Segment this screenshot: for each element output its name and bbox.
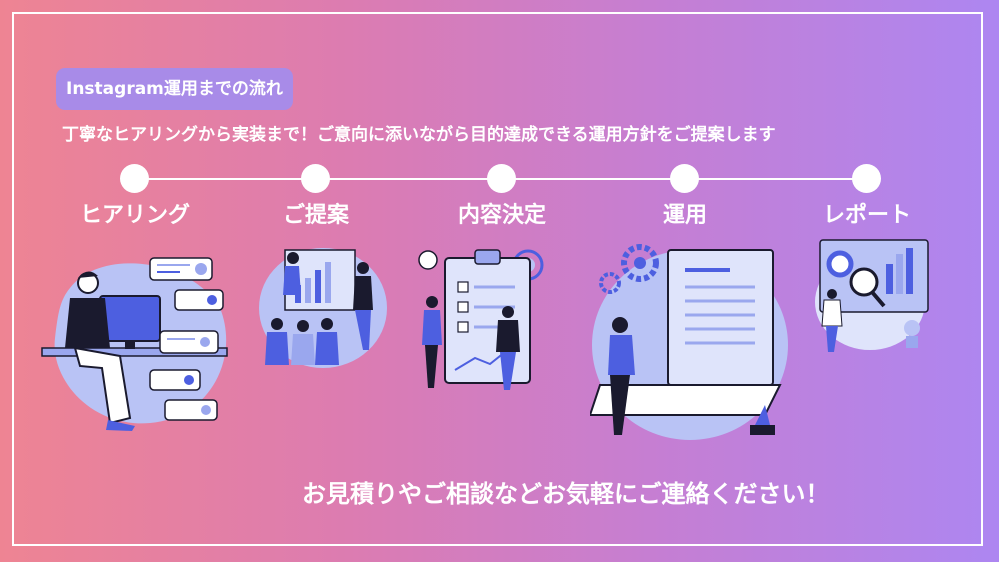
operation-illustration [590, 244, 788, 440]
timeline-dot-1 [120, 164, 149, 193]
hearing-illustration [41, 257, 228, 431]
decision-illustration [418, 249, 544, 390]
step-label-decision: 内容決定 [457, 203, 546, 228]
step-label-proposal: ご提案 [282, 203, 349, 228]
timeline-dot-4 [670, 164, 699, 193]
timeline-dot-3 [487, 164, 516, 193]
timeline-dot-5 [852, 164, 881, 193]
step-label-report: レポート [822, 203, 911, 228]
step-label-operation: 運用 [662, 203, 707, 228]
subtitle: 丁寧なヒアリングから実装まで！ご意向に添いながら目的達成できる運用方針をご提案し… [62, 125, 776, 145]
report-illustration [815, 239, 929, 352]
proposal-illustration [259, 248, 387, 368]
flow-title-badge: Instagram運用までの流れ [56, 68, 293, 110]
contact-cta: お見積りやご相談などお気軽にご連絡ください！ [302, 480, 830, 508]
inner-frame [12, 12, 983, 546]
step-label-hearing: ヒアリング [79, 203, 190, 228]
timeline-dot-2 [301, 164, 330, 193]
